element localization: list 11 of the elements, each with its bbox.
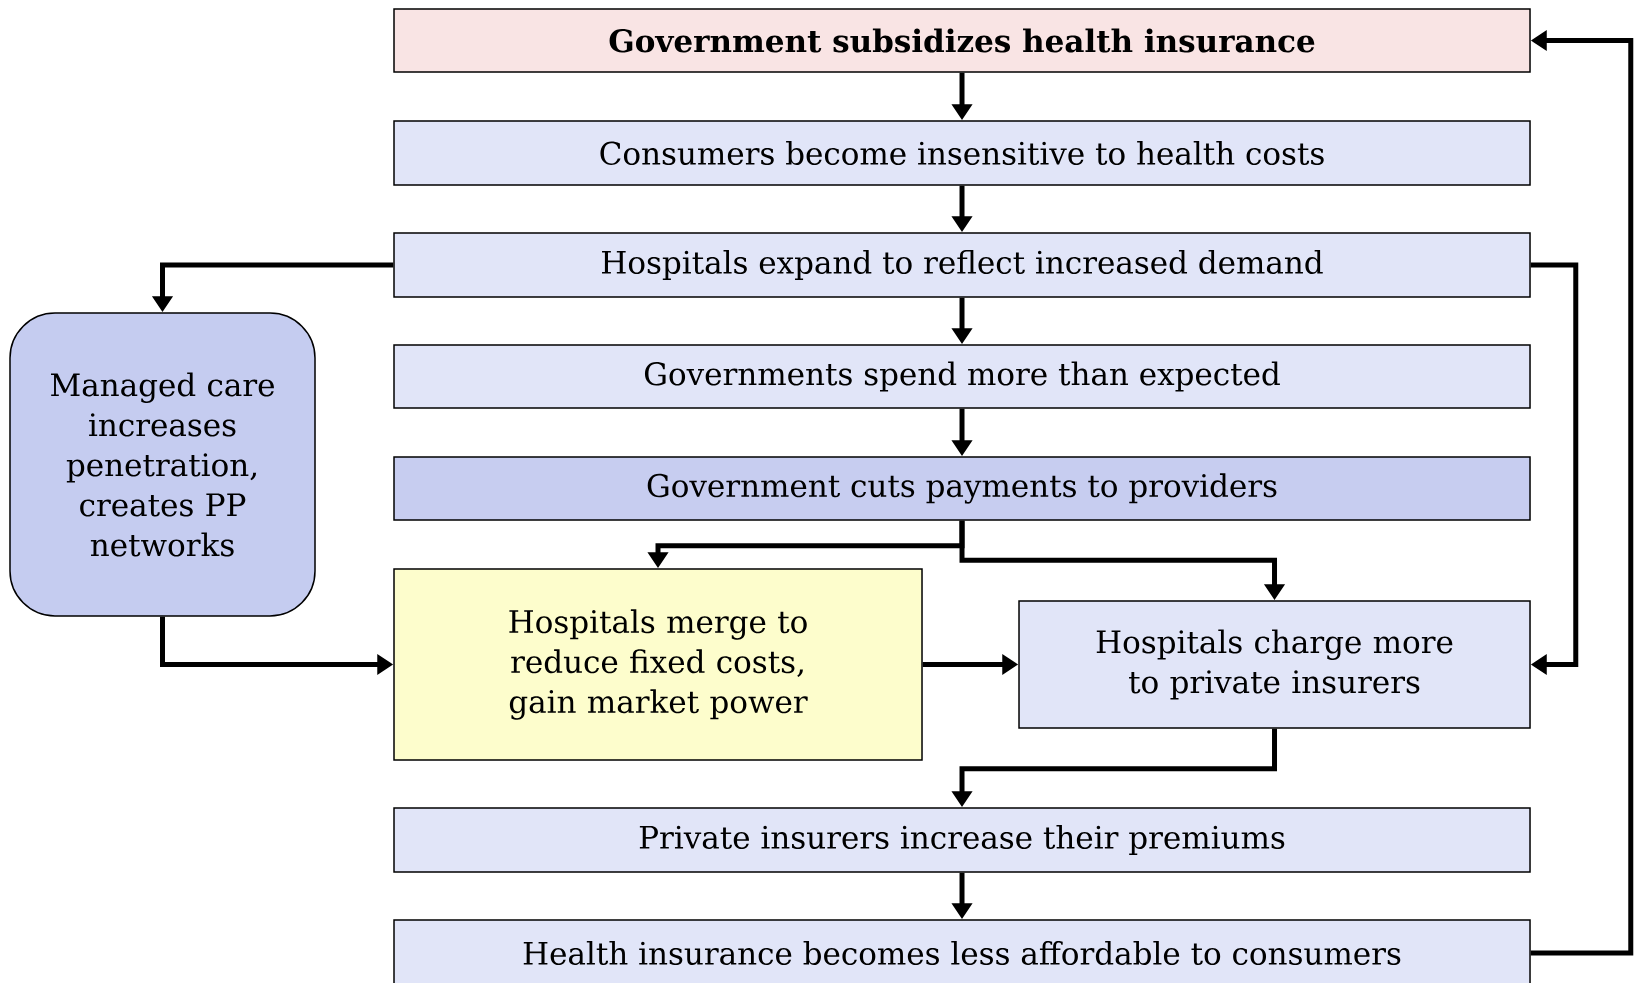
process-box: Hospitals charge more to private insurers: [1018, 600, 1531, 729]
process-box: Hospitals merge to reduce fixed costs, gain market power: [393, 568, 923, 761]
arrow: [1530, 262, 1579, 676]
process-box: Health insurance becomes less affordable to consumers: [393, 919, 1531, 983]
process-box: Governments spend more than expected: [393, 344, 1531, 409]
process-box: Consumers become insensitive to health costs: [393, 120, 1531, 186]
process-box: Hospitals expand to reflect increased demand: [393, 232, 1531, 298]
process-box: Private insurers increase their premiums: [393, 807, 1531, 873]
process-box: Government subsidizes health insurance: [393, 8, 1531, 73]
rounded-box: Managed care increases penetration, creates PP networks: [9, 312, 316, 617]
process-box: Government cuts payments to providers: [393, 456, 1531, 521]
